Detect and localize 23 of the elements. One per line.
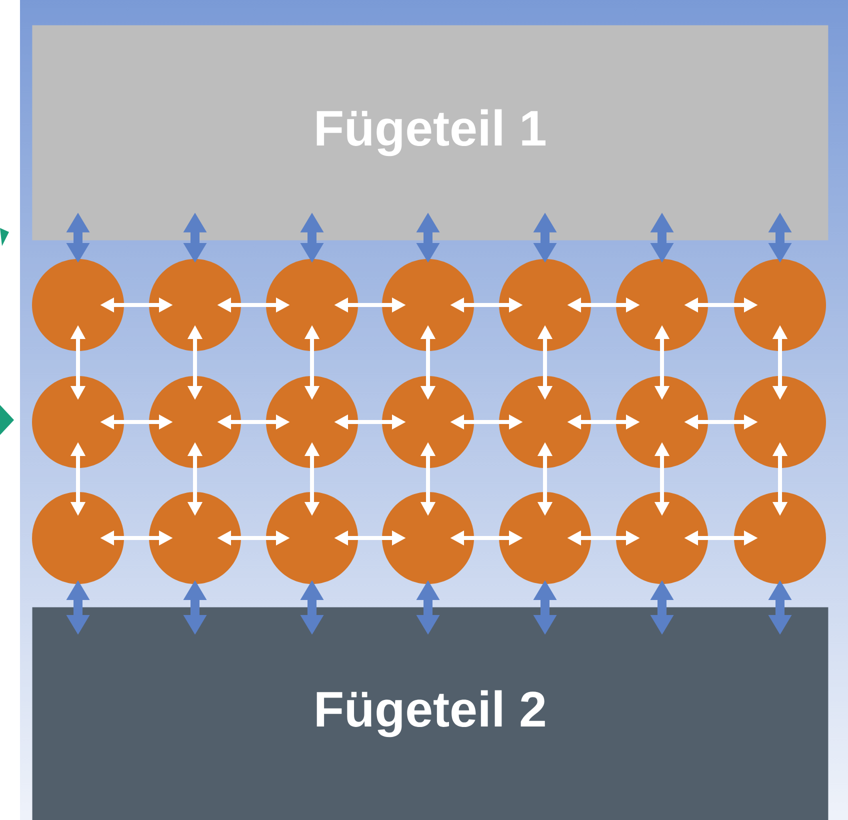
particle-circle xyxy=(734,259,826,351)
particle-circle xyxy=(499,259,591,351)
particle-circle xyxy=(32,259,124,351)
particle-circle xyxy=(616,492,708,584)
particle-circle xyxy=(32,492,124,584)
part-block: Fügeteil 1 xyxy=(32,25,828,240)
particle-circle xyxy=(149,259,241,351)
particle-circle xyxy=(382,259,474,351)
particle-circle xyxy=(149,492,241,584)
particle-circle xyxy=(734,376,826,468)
part-block: Fügeteil 2 xyxy=(32,607,828,820)
particle-circle xyxy=(499,376,591,468)
particle-circle xyxy=(266,376,358,468)
particle-circle xyxy=(616,259,708,351)
particle-circle xyxy=(734,492,826,584)
particle-circle xyxy=(32,376,124,468)
particle-circle xyxy=(382,492,474,584)
particle-circle xyxy=(499,492,591,584)
particle-circle xyxy=(266,492,358,584)
particle-circle xyxy=(266,259,358,351)
particle-circle xyxy=(616,376,708,468)
particle-circle xyxy=(382,376,474,468)
particle-circle xyxy=(149,376,241,468)
